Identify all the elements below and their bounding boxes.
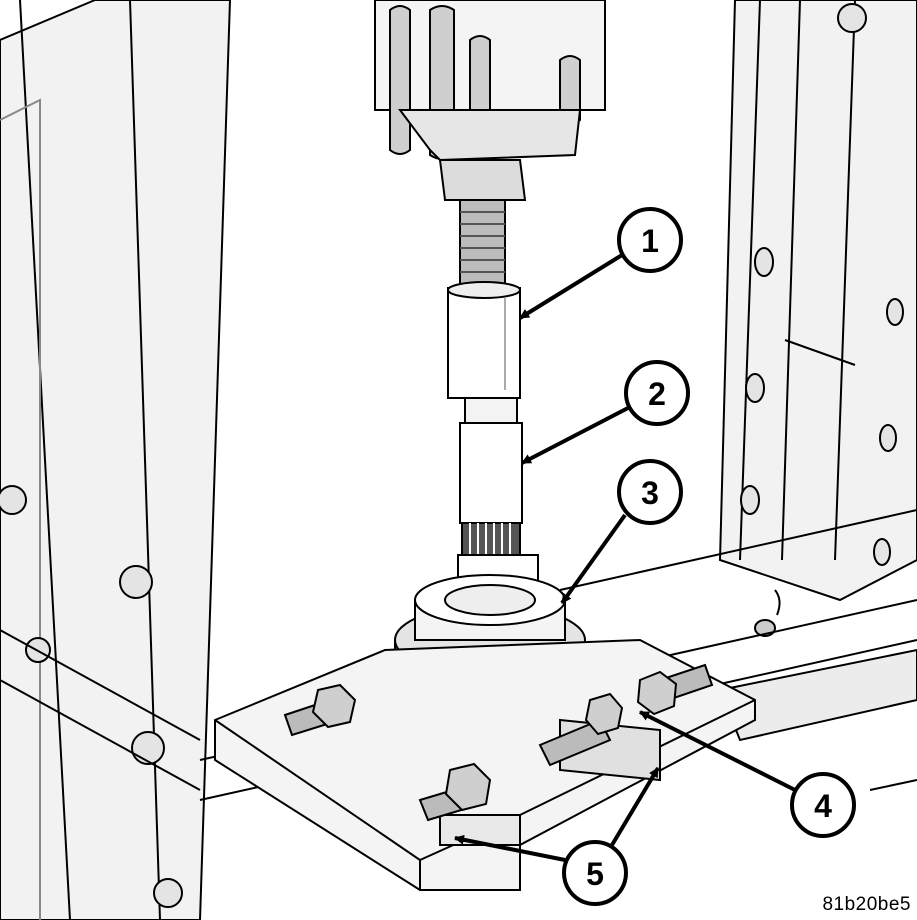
callout-1: 1 — [617, 207, 683, 273]
svg-text:3: 3 — [641, 475, 659, 511]
leader-5a — [454, 834, 566, 862]
svg-text:5: 5 — [586, 856, 604, 892]
image-id-label: 81b20be5 — [822, 894, 911, 915]
output-shaft — [457, 397, 539, 596]
svg-text:1: 1 — [641, 223, 659, 259]
callout-4: 4 — [790, 772, 856, 838]
svg-text:2: 2 — [648, 376, 666, 412]
callout-2: 2 — [624, 360, 690, 426]
leader-1 — [518, 253, 624, 320]
press-ram — [374, 0, 606, 291]
callout-3: 3 — [617, 459, 683, 525]
callout-5: 5 — [562, 840, 628, 906]
leader-4 — [639, 710, 796, 792]
leader-5b — [610, 766, 660, 847]
svg-text:4: 4 — [814, 788, 832, 824]
leader-lines — [454, 253, 796, 862]
leader-2 — [521, 406, 629, 465]
adapter-sleeve — [447, 281, 521, 399]
splitter-bolts — [283, 663, 714, 822]
leader-3 — [560, 513, 627, 605]
